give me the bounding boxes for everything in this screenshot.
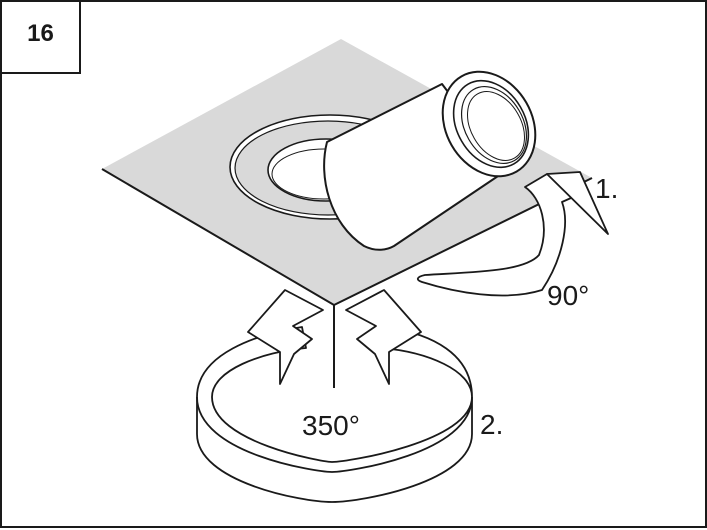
rotate-horizontal-band-lower	[196, 397, 473, 503]
step-number: 16	[27, 20, 54, 47]
step-number-box: 16	[2, 2, 81, 74]
rotate-horizontal-arrow-right	[345, 289, 422, 385]
rotate-up-arrow-icon	[416, 173, 581, 297]
step2-label: 2.	[480, 409, 503, 440]
angle2-label: 350°	[302, 410, 360, 441]
rotate-up-arrowhead	[546, 171, 609, 235]
angle1-label: 90°	[547, 280, 589, 311]
step1-label: 1.	[595, 173, 618, 204]
spotlight-lens	[467, 91, 525, 161]
rotate-horizontal-arrow-icon	[247, 289, 324, 385]
spotlight-lens-ring	[460, 86, 528, 164]
